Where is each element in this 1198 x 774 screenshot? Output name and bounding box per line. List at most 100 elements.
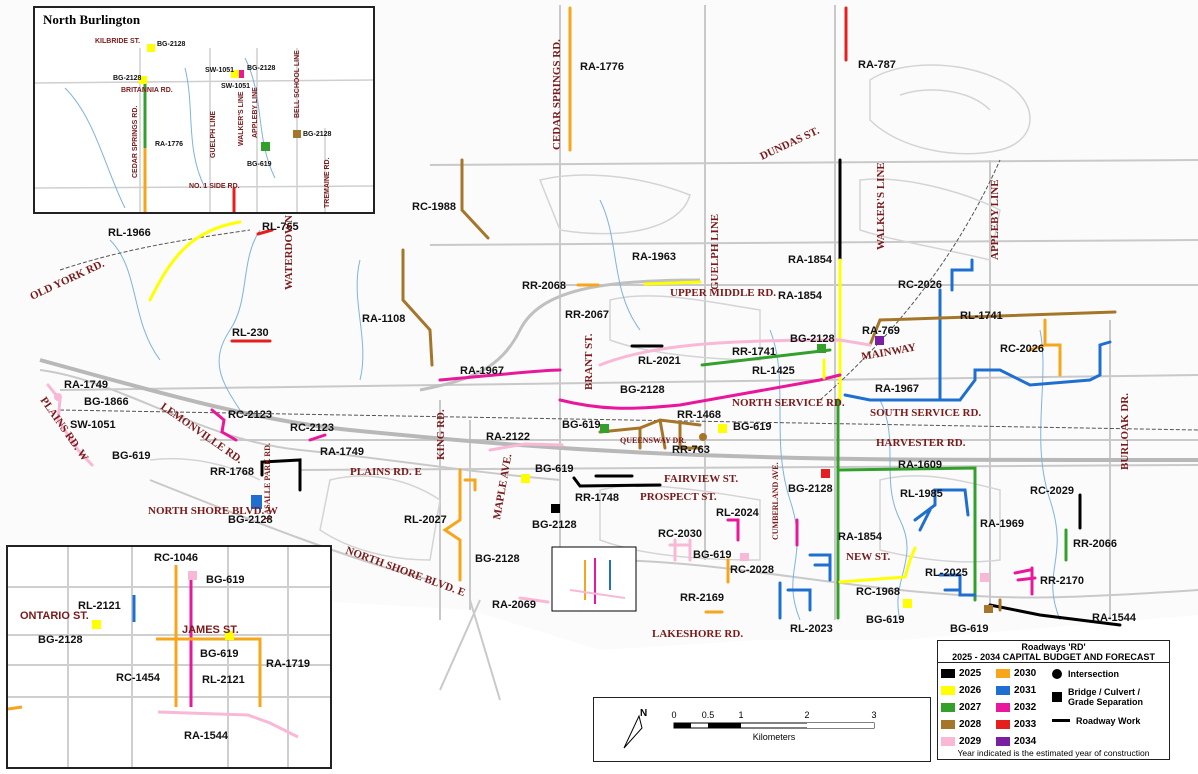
legend-years-col1: 2025 2026 2027 2028 2029 xyxy=(941,665,981,750)
bg-619-marker xyxy=(718,424,727,433)
ra-1609-line xyxy=(836,466,977,602)
project-label: RL-2025 xyxy=(925,567,968,579)
project-label: RR-2068 xyxy=(522,280,566,292)
project-label: RL-1425 xyxy=(752,365,795,377)
inset-label: RL-2121 xyxy=(202,674,245,686)
project-label: BG-2128 xyxy=(532,519,577,531)
project-label: BG-619 xyxy=(866,614,905,626)
project-label: RC-1968 xyxy=(856,586,900,598)
project-label: RR-1468 xyxy=(677,409,721,421)
project-label: RA-1854 xyxy=(788,254,833,266)
project-label: RA-1609 xyxy=(898,459,942,471)
bg-619-marker xyxy=(980,573,989,582)
project-label: RA-769 xyxy=(862,325,900,337)
inset-label: SW-1051 xyxy=(221,83,250,90)
project-label: RC-2028 xyxy=(730,564,774,576)
project-label: RA-1108 xyxy=(362,313,405,325)
rl-2025-line xyxy=(938,573,977,597)
legend-item: 2034 xyxy=(996,733,1036,750)
project-label: BG-1866 xyxy=(84,396,129,408)
project-label: RC-2029 xyxy=(1030,485,1074,497)
rl-765-line xyxy=(256,228,274,236)
street-label: HARVESTER RD. xyxy=(876,437,966,449)
inset-label: JAMES ST. xyxy=(182,624,239,636)
project-label: RR-2067 xyxy=(565,309,609,321)
street-label: WATERDOWN RD. xyxy=(283,193,295,290)
inset-label: RA-1544 xyxy=(184,730,229,742)
project-label: RA-1776 xyxy=(580,61,624,73)
rr-763-line xyxy=(598,418,702,450)
project-label: RL-1966 xyxy=(108,227,151,239)
project-label: BG-2128 xyxy=(475,553,520,565)
street-label: FAIRVIEW ST. xyxy=(664,473,738,485)
inset-label: BG-619 xyxy=(200,648,239,660)
inset-label: WALKER'S LINE xyxy=(238,91,245,146)
street-label: QUEENSWAY DR. xyxy=(620,436,686,445)
bg-2128-marker xyxy=(817,344,826,353)
project-label: RL-2027 xyxy=(404,514,447,526)
project-label: RL-2021 xyxy=(638,355,681,367)
inset-label: CEDAR SPRINGS RD. xyxy=(132,106,139,178)
rl-2023-line xyxy=(778,553,832,620)
project-label: RA-1969 xyxy=(980,518,1024,530)
street-label: NORTH SERVICE RD. xyxy=(732,397,845,409)
street-label: NORTH SHORE BLVD. W xyxy=(148,505,278,517)
scale-bar: N 0 0.5 1 2 3 Kilometers xyxy=(593,697,931,762)
project-label: BG-2128 xyxy=(790,333,835,345)
project-label: RA-1854 xyxy=(838,531,883,543)
bg-619-marker xyxy=(740,553,749,561)
project-label: RR-2066 xyxy=(1073,538,1117,550)
project-label: RA-2122 xyxy=(486,431,530,443)
project-label: RA-1854 xyxy=(778,290,823,302)
inset-label: BELL SCHOOL LINE xyxy=(294,50,301,118)
inset-north-map: KILBRIDE ST. BG-2128 BG-2128 BRITANNIA R… xyxy=(35,38,373,212)
project-markers xyxy=(54,336,993,613)
project-label: RL-2023 xyxy=(790,623,833,635)
inset-label: KILBRIDE ST. xyxy=(95,38,140,45)
street-label: SOUTH SERVICE RD. xyxy=(870,407,981,419)
legend-item: 2030 xyxy=(996,665,1036,682)
inset-label: RA-1719 xyxy=(266,658,310,670)
rl-1741-line xyxy=(868,310,1117,347)
project-label: BG-619 xyxy=(693,549,732,561)
north-arrow-icon xyxy=(623,714,643,749)
scale-unit: Kilometers xyxy=(753,732,796,742)
rl-2027-line xyxy=(442,468,477,582)
inset-label: RC-1454 xyxy=(116,672,161,684)
scale-tick: 0 xyxy=(671,710,676,720)
project-label: RL-2024 xyxy=(716,507,760,519)
street-label: CUMBERLAND AVE. xyxy=(771,462,780,540)
project-label: BG-2128 xyxy=(788,483,833,495)
ra-1967-line xyxy=(438,368,562,382)
scale-tick: 3 xyxy=(871,710,876,720)
rl-1966-line xyxy=(148,220,242,302)
inset-label: BG-2128 xyxy=(247,65,276,72)
inset-label: RA-1776 xyxy=(155,141,183,148)
legend-symbols: Intersection Bridge / Culvert / Grade Se… xyxy=(1052,665,1158,729)
inset-label: BG-619 xyxy=(247,161,272,168)
project-label: RA-2069 xyxy=(492,599,536,611)
inset-label: BG-2128 xyxy=(303,131,332,138)
inset-label: GUELPH LINE xyxy=(210,111,217,158)
project-label: RR-2170 xyxy=(1040,575,1084,587)
street-label: OLD YORK RD. xyxy=(28,258,106,303)
rc-1988-line xyxy=(460,158,490,240)
street-label: UPPER MIDDLE RD. xyxy=(670,287,776,299)
legend-item: 2027 xyxy=(941,699,981,716)
project-label: BG-619 xyxy=(950,623,989,635)
street-label: CEDAR SPRINGS RD. xyxy=(551,39,563,150)
rr-1741-line xyxy=(700,348,832,367)
project-label: SW-1051 xyxy=(70,419,116,431)
roadway-projects xyxy=(46,6,1122,627)
project-label: BG-2128 xyxy=(620,384,665,396)
ra-1963-line xyxy=(643,280,702,286)
north-burlington-inset: North Burlington KILBRIDE ST. BG-2128 BG… xyxy=(33,6,375,214)
project-label: RA-1544 xyxy=(1092,612,1137,624)
legend-item: 2033 xyxy=(996,716,1036,733)
downtown-inset: RC-1046 RL-2121 BG-619 ONTARIO ST. JAMES… xyxy=(6,545,332,769)
project-label: RL-765 xyxy=(262,221,299,233)
project-label: BG-619 xyxy=(112,450,151,462)
street-label: KING RD. xyxy=(435,409,447,460)
project-label: RA-1967 xyxy=(460,365,504,377)
